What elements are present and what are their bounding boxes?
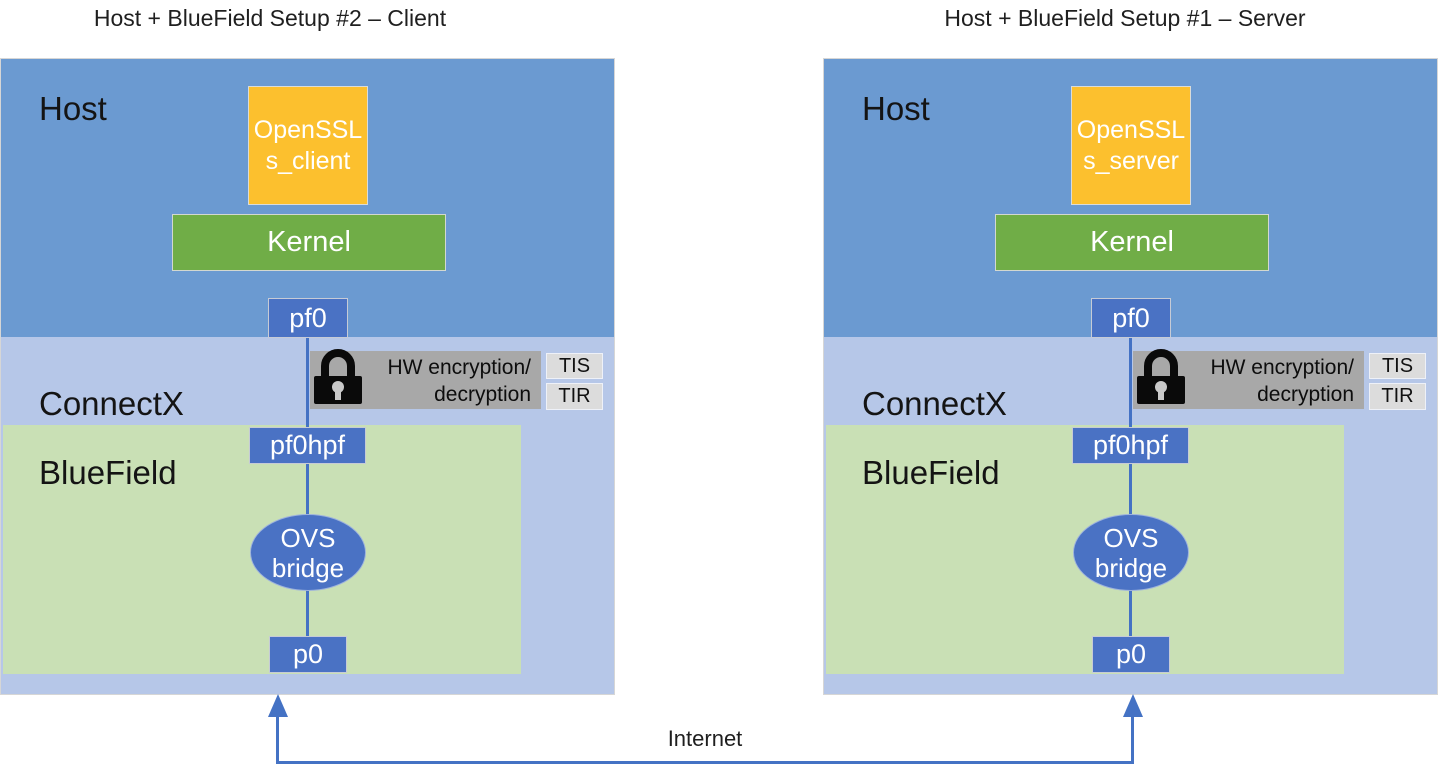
lock-icon bbox=[1137, 349, 1185, 404]
hw-encryption-label-line2: decryption bbox=[1257, 383, 1354, 406]
pf0-label: pf0 bbox=[289, 302, 327, 333]
openssl-server-box: OpenSSL s_server bbox=[1071, 86, 1191, 205]
tis-badge: TIS bbox=[546, 353, 603, 379]
internet-arrowhead-right bbox=[1123, 694, 1143, 717]
kernel-box: Kernel bbox=[172, 214, 446, 271]
ovs-bridge-label-line1: OVS bbox=[1103, 522, 1159, 553]
pf0hpf-label: pf0hpf bbox=[269, 430, 346, 460]
server-setup-title: Host + BlueField Setup #1 – Server bbox=[944, 5, 1306, 31]
pf0-label: pf0 bbox=[1112, 302, 1150, 333]
ovs-bridge-label-line1: OVS bbox=[280, 522, 336, 553]
ovs-bridge-ellipse: OVS bridge bbox=[1073, 514, 1189, 591]
internet-arrow-stem-left bbox=[276, 713, 279, 763]
p0-label: p0 bbox=[1115, 639, 1147, 669]
internet-link-line bbox=[276, 761, 1134, 764]
tis-badge: TIS bbox=[1369, 353, 1426, 379]
server-setup-diagram: Host OpenSSL s_server Kernel pf0 Connect… bbox=[823, 58, 1438, 695]
openssl-label-line1: OpenSSL bbox=[253, 115, 363, 144]
ovs-bridge-label-line2: bridge bbox=[1094, 552, 1168, 583]
openssl-label-line2: s_server bbox=[1083, 146, 1179, 175]
connectx-label: ConnectX bbox=[39, 385, 184, 422]
ovs-bridge-label-line2: bridge bbox=[271, 552, 345, 583]
connectx-label: ConnectX bbox=[862, 385, 1007, 422]
lock-icon bbox=[314, 349, 362, 404]
pf0-box: pf0 bbox=[1091, 298, 1171, 338]
kernel-box: Kernel bbox=[995, 214, 1269, 271]
tir-label: TIR bbox=[1381, 385, 1414, 407]
bluefield-label: BlueField bbox=[39, 454, 177, 491]
tir-label: TIR bbox=[558, 385, 591, 407]
openssl-label-line1: OpenSSL bbox=[1076, 115, 1186, 144]
internet-arrowhead-left bbox=[268, 694, 288, 717]
hw-encryption-label-line1: HW encryption/ bbox=[387, 356, 531, 379]
internet-arrow-stem-right bbox=[1131, 713, 1134, 763]
pf0hpf-box: pf0hpf bbox=[1072, 427, 1189, 464]
internet-label: Internet bbox=[667, 726, 743, 751]
openssl-label-line2: s_client bbox=[265, 146, 351, 175]
kernel-label: Kernel bbox=[267, 226, 351, 258]
pf0hpf-label: pf0hpf bbox=[1092, 430, 1169, 460]
tis-label: TIS bbox=[1381, 354, 1414, 377]
tis-label: TIS bbox=[558, 354, 591, 377]
p0-box: p0 bbox=[269, 636, 347, 673]
pf0-box: pf0 bbox=[268, 298, 348, 338]
client-setup-diagram: Host OpenSSL s_client Kernel pf0 Connect… bbox=[0, 58, 615, 695]
bluefield-label: BlueField bbox=[862, 454, 1000, 491]
hw-encryption-label-line2: decryption bbox=[434, 383, 531, 406]
hw-encryption-label-line1: HW encryption/ bbox=[1210, 356, 1354, 379]
tir-badge: TIR bbox=[546, 383, 603, 410]
connection-line bbox=[1129, 338, 1132, 636]
client-setup-title: Host + BlueField Setup #2 – Client bbox=[93, 5, 447, 31]
connection-line bbox=[306, 338, 309, 636]
p0-label: p0 bbox=[292, 639, 324, 669]
tir-badge: TIR bbox=[1369, 383, 1426, 410]
openssl-client-box: OpenSSL s_client bbox=[248, 86, 368, 205]
kernel-label: Kernel bbox=[1090, 226, 1174, 258]
host-label: Host bbox=[862, 90, 930, 127]
pf0hpf-box: pf0hpf bbox=[249, 427, 366, 464]
host-label: Host bbox=[39, 90, 107, 127]
ovs-bridge-ellipse: OVS bridge bbox=[250, 514, 366, 591]
p0-box: p0 bbox=[1092, 636, 1170, 673]
